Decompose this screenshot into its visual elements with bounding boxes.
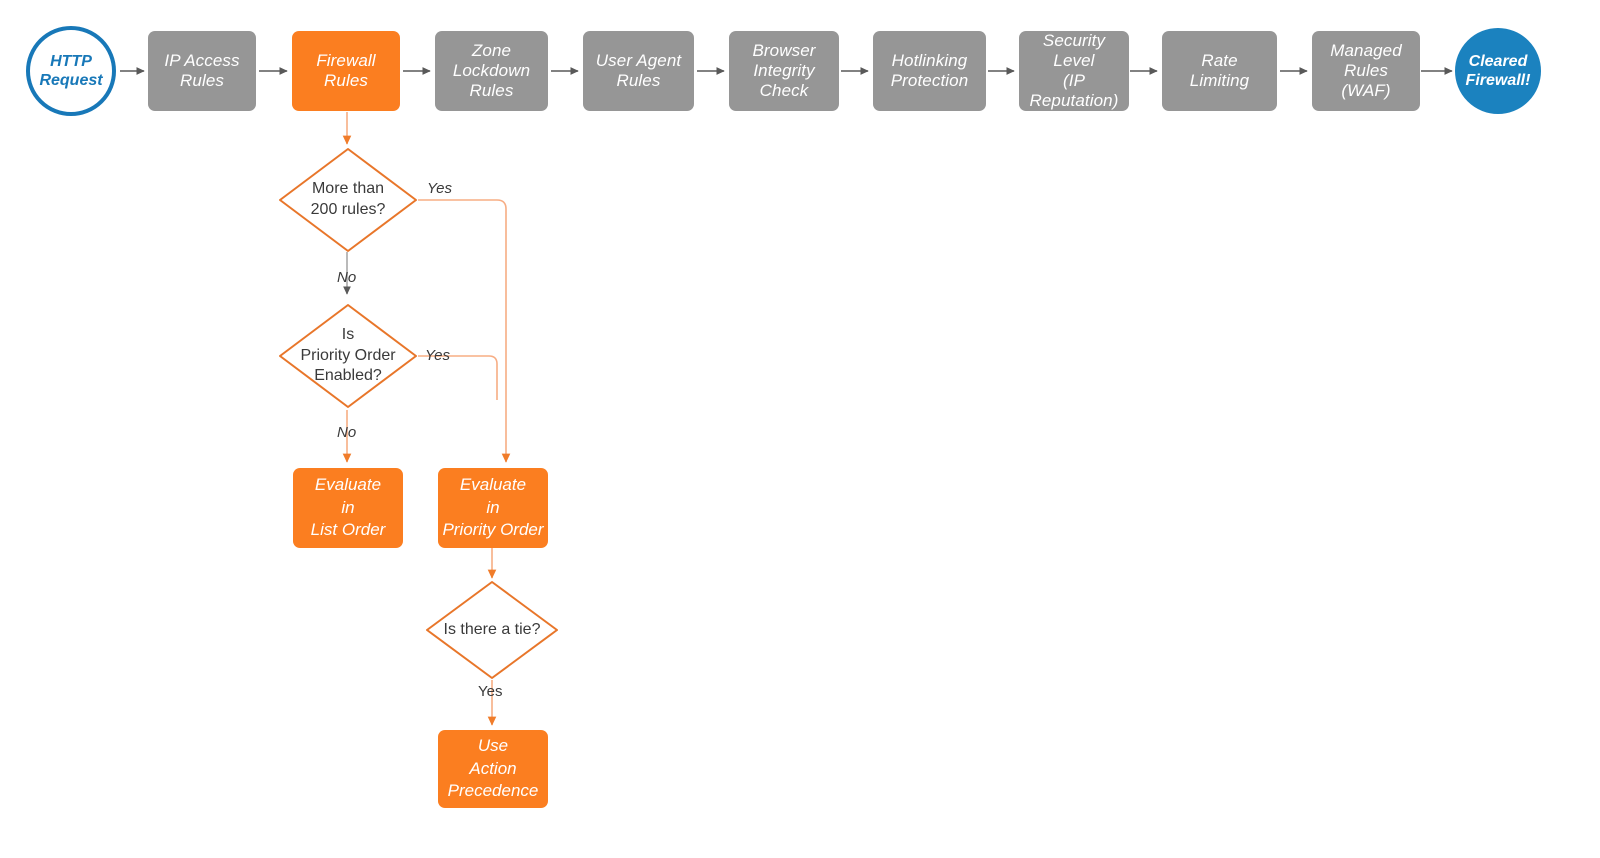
edge-label-priority-order-no: No — [337, 424, 357, 441]
node-rate-limiting-label: Rate Limiting — [1189, 50, 1250, 90]
node-ip-access-rules[interactable]: IP Access Rules — [148, 31, 256, 111]
node-priority-order-enabled[interactable]: Is Priority Order Enabled? — [278, 303, 418, 409]
edge-more-than-200-yes — [418, 199, 511, 463]
node-zone-lockdown-rules-label: Zone Lockdown Rules — [452, 40, 531, 101]
node-more-than-200-rules[interactable]: More than 200 rules? — [278, 147, 418, 253]
node-browser-integrity-check-label: Browser Integrity Check — [752, 40, 816, 101]
node-security-level[interactable]: Security Level (IP Reputation) — [1019, 31, 1129, 111]
diamond-shape — [426, 581, 558, 679]
edge-label-tie-yes: Yes — [478, 683, 503, 700]
node-evaluate-priority-order-label: Evaluate in Priority Order — [442, 474, 544, 540]
node-rate-limiting[interactable]: Rate Limiting — [1162, 31, 1277, 111]
node-use-action-precedence[interactable]: Use Action Precedence — [438, 730, 548, 808]
node-security-level-label: Security Level (IP Reputation) — [1029, 30, 1119, 111]
node-is-there-a-tie[interactable]: Is there a tie? — [425, 580, 559, 680]
node-evaluate-list-order[interactable]: Evaluate in List Order — [293, 468, 403, 548]
node-browser-integrity-check[interactable]: Browser Integrity Check — [729, 31, 839, 111]
edge-label-more-than-200-no: No — [337, 269, 357, 286]
node-hotlinking-protection[interactable]: Hotlinking Protection — [873, 31, 986, 111]
node-cleared-firewall-label: Cleared Firewall! — [1465, 52, 1531, 89]
node-firewall-rules[interactable]: Firewall Rules — [292, 31, 400, 111]
diamond-shape — [279, 148, 417, 252]
node-http-request[interactable]: HTTP Request — [26, 26, 116, 116]
node-hotlinking-protection-label: Hotlinking Protection — [890, 50, 969, 90]
node-managed-rules-waf[interactable]: Managed Rules (WAF) — [1312, 31, 1420, 111]
node-use-action-precedence-label: Use Action Precedence — [447, 735, 539, 801]
node-evaluate-list-order-label: Evaluate in List Order — [310, 474, 386, 540]
node-cleared-firewall[interactable]: Cleared Firewall! — [1455, 28, 1541, 114]
node-evaluate-priority-order[interactable]: Evaluate in Priority Order — [438, 468, 548, 548]
node-http-request-label: HTTP Request — [39, 52, 103, 89]
edge-label-priority-order-yes: Yes — [425, 347, 451, 364]
node-user-agent-rules-label: User Agent Rules — [595, 50, 682, 90]
node-zone-lockdown-rules[interactable]: Zone Lockdown Rules — [435, 31, 548, 111]
edge-label-more-than-200-yes: Yes — [427, 180, 453, 197]
node-firewall-rules-label: Firewall Rules — [316, 50, 376, 90]
diamond-shape — [279, 304, 417, 408]
node-managed-rules-waf-label: Managed Rules (WAF) — [1330, 40, 1402, 101]
node-user-agent-rules[interactable]: User Agent Rules — [583, 31, 694, 111]
node-ip-access-rules-label: IP Access Rules — [164, 50, 240, 90]
